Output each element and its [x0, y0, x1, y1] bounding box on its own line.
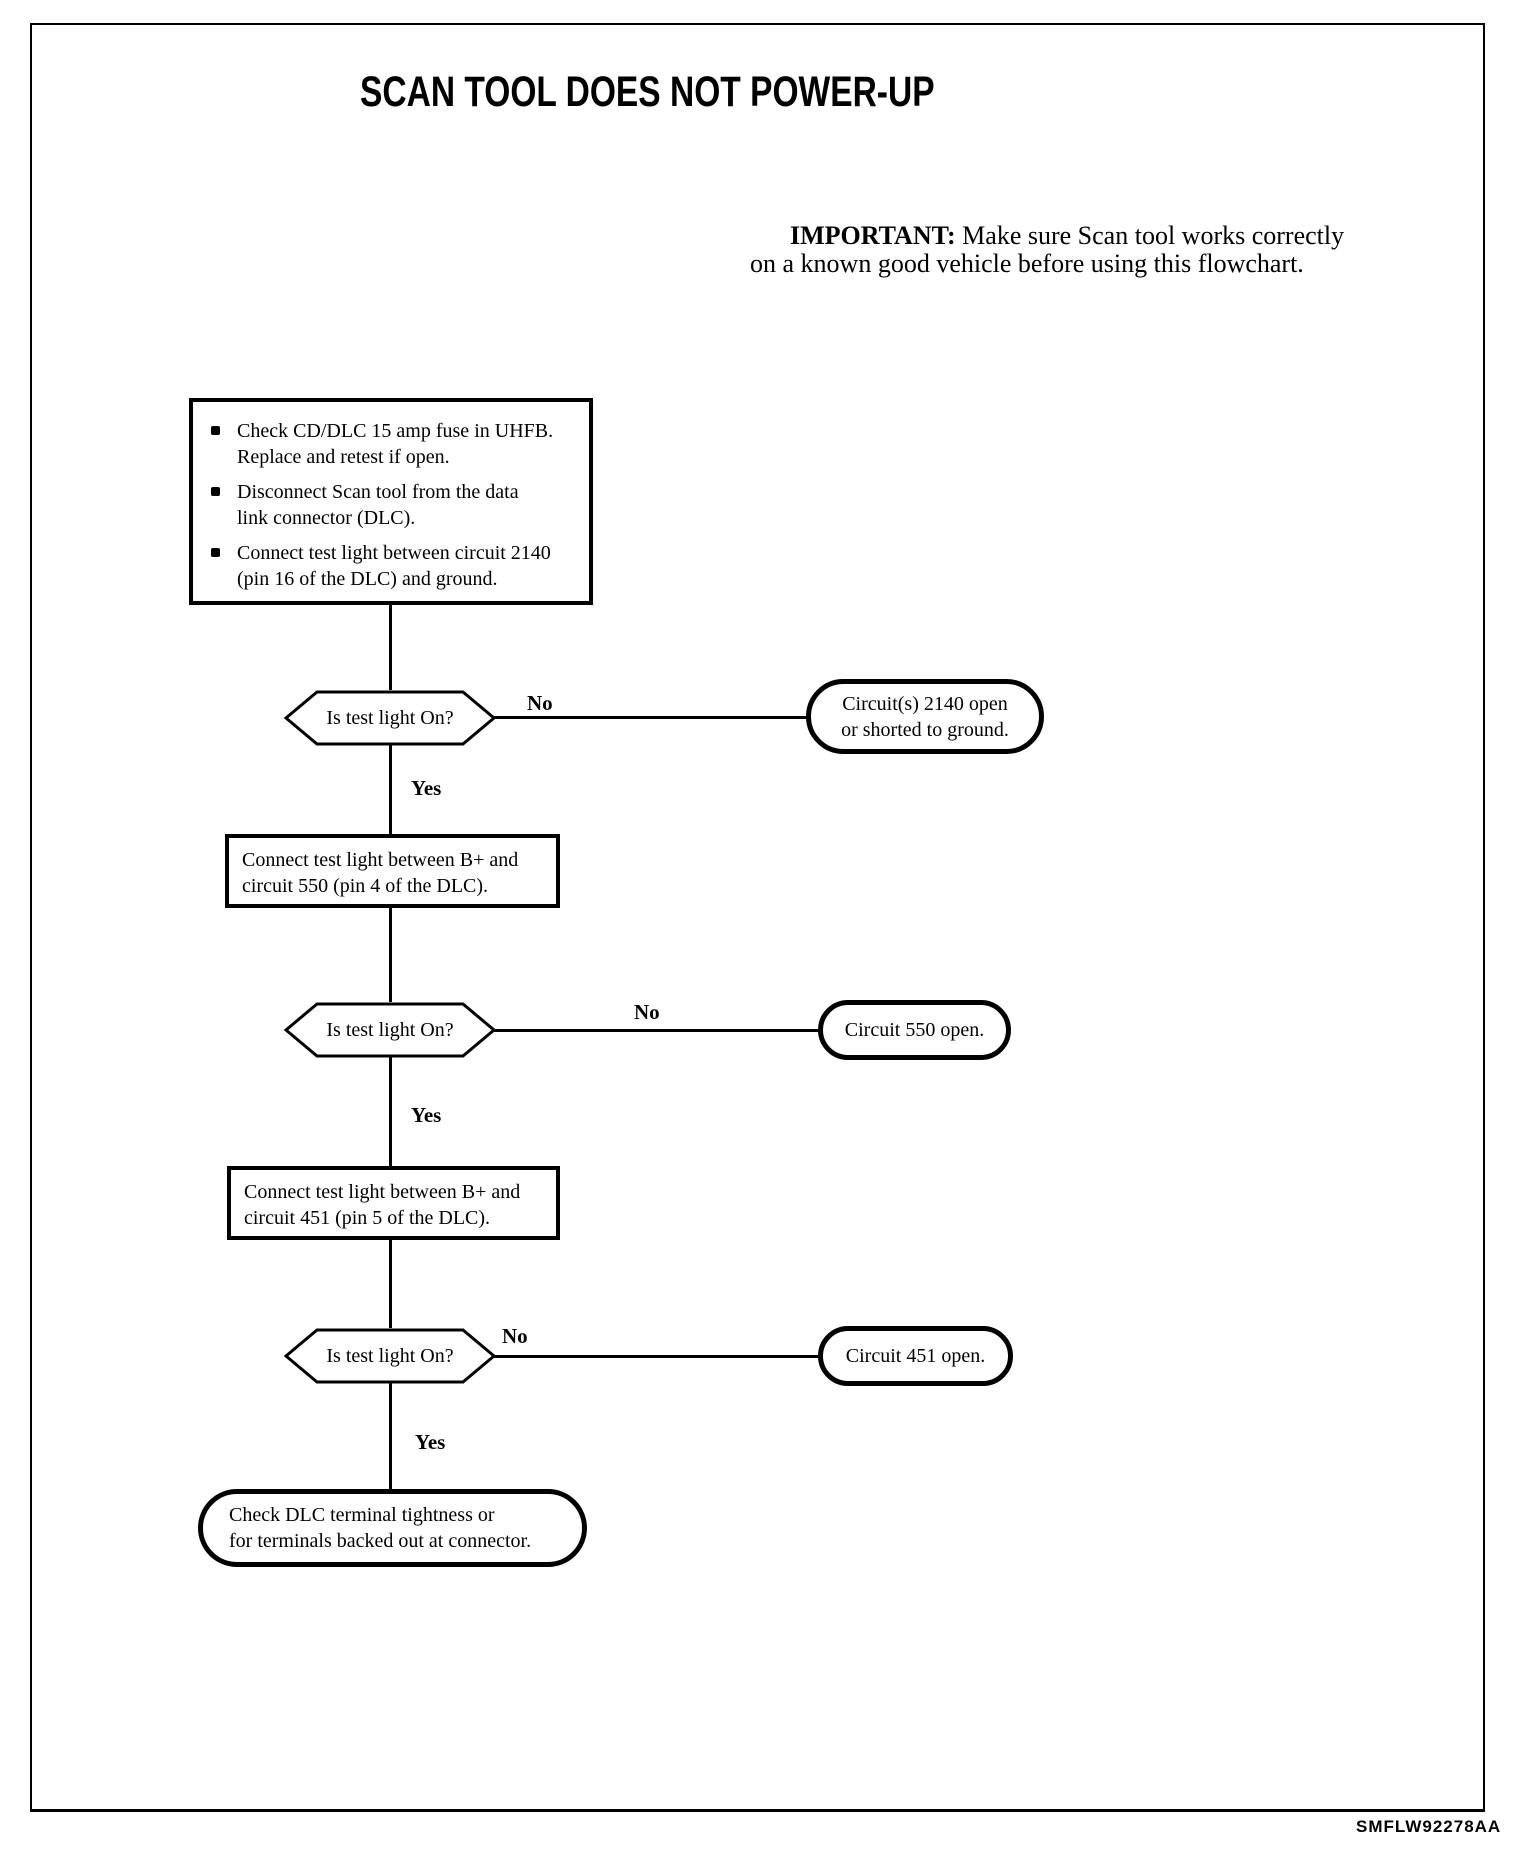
bullet-icon: [211, 548, 220, 557]
bullet-text: Check CD/DLC 15 amp fuse in UHFB. Replac…: [237, 420, 554, 468]
decision-2-question: Is test light On?: [326, 1018, 454, 1041]
page-border: [30, 23, 1485, 1812]
result-2-stadium: Circuit 550 open.: [818, 1000, 1011, 1060]
document-code: SMFLW92278AA: [1356, 1817, 1502, 1836]
bullet-text: Disconnect Scan tool from the data link …: [237, 481, 519, 529]
decision-3-question: Is test light On?: [326, 1344, 454, 1367]
decision-1-hexagon: Is test light On?: [284, 690, 496, 746]
page-title: SCAN TOOL DOES NOT POWER-UP: [360, 68, 935, 116]
decision-1-question: Is test light On?: [326, 706, 454, 729]
bullet-icon: [211, 426, 220, 435]
yes-label: Yes: [411, 776, 442, 800]
decision-2-hexagon: Is test light On?: [284, 1002, 496, 1058]
bullet-item: Check CD/DLC 15 amp fuse in UHFB. Replac…: [193, 418, 581, 470]
connector-line: [389, 1240, 392, 1328]
bullet-text: Connect test light between circuit 2140 …: [237, 542, 551, 590]
end-stadium: Check DLC terminal tightness or for term…: [198, 1489, 587, 1567]
connector-line: [389, 744, 392, 834]
no-branch-line: [494, 1355, 819, 1358]
step-2-box: Connect test light between B+ and circui…: [225, 834, 560, 908]
no-label: No: [634, 1000, 660, 1024]
connector-line: [389, 1056, 392, 1166]
step-3-box: Connect test light between B+ and circui…: [227, 1166, 560, 1240]
important-note: IMPORTANT: Make sure Scan tool works cor…: [750, 222, 1450, 278]
important-text: Make sure Scan tool works correctly on a…: [750, 221, 1345, 278]
yes-label: Yes: [415, 1430, 446, 1454]
bullet-item: Disconnect Scan tool from the data link …: [193, 479, 581, 531]
no-label: No: [502, 1324, 528, 1348]
important-label: IMPORTANT:: [790, 221, 956, 250]
bullet-item: Connect test light between circuit 2140 …: [193, 540, 581, 592]
connector-line: [389, 908, 392, 1002]
result-3-stadium: Circuit 451 open.: [818, 1326, 1013, 1386]
bullet-icon: [211, 487, 220, 496]
connector-line: [389, 605, 392, 690]
no-label: No: [527, 691, 553, 715]
connector-line: [389, 1382, 392, 1489]
decision-3-hexagon: Is test light On?: [284, 1328, 496, 1384]
start-box: Check CD/DLC 15 amp fuse in UHFB. Replac…: [189, 398, 593, 605]
result-1-stadium: Circuit(s) 2140 open or shorted to groun…: [806, 679, 1044, 754]
no-branch-line: [494, 716, 807, 719]
yes-label: Yes: [411, 1103, 442, 1127]
no-branch-line: [494, 1029, 819, 1032]
